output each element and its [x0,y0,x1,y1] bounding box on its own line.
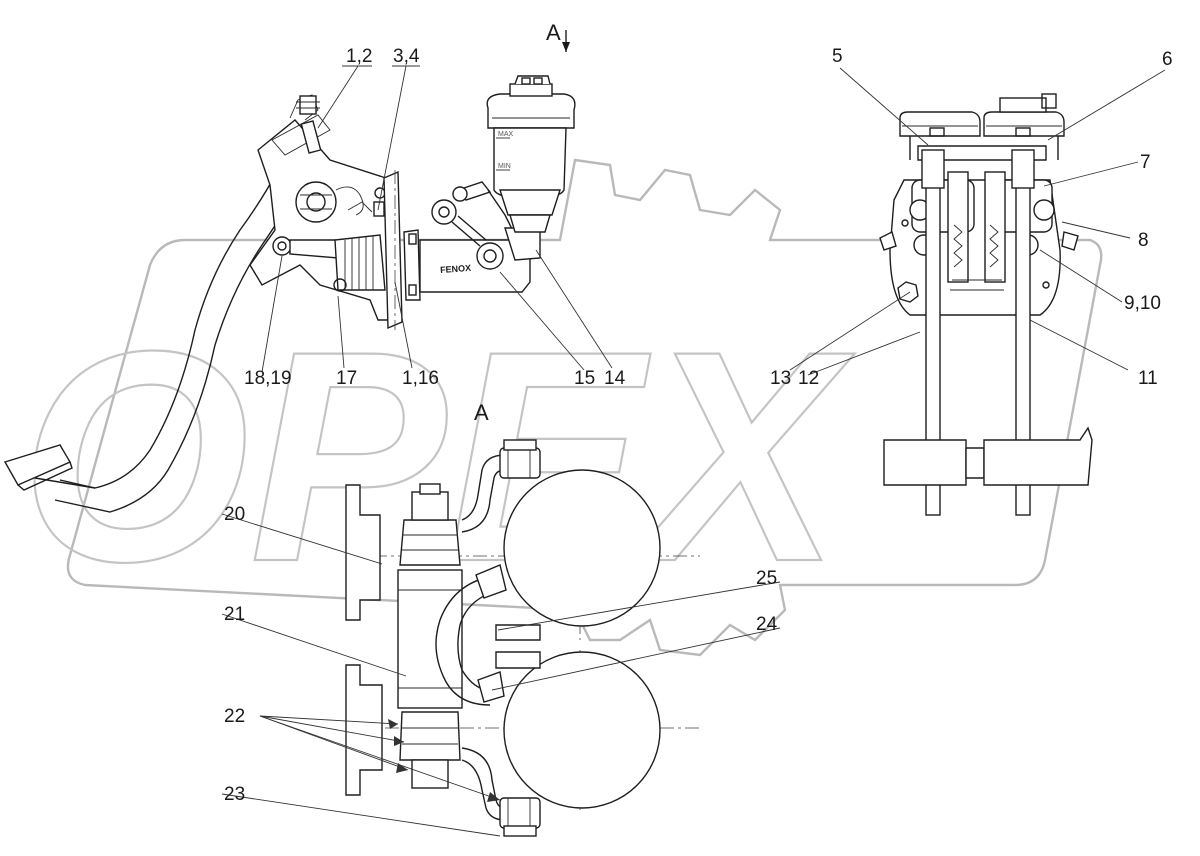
callout-25: 25 [756,568,777,589]
reservoir-min-mark: MIN [498,163,511,170]
callout-5: 5 [832,46,843,67]
callout-6: 6 [1162,49,1173,70]
callout-labels: A A 1,2 3,4 5 6 7 8 9,10 11 12 13 14 15 … [224,20,1173,805]
master-cylinder: FENOX [403,181,541,301]
view-a-assembly [879,93,1093,516]
fluid-reservoir: MAX MIN [486,75,576,233]
section-a-assembly [345,439,700,837]
callout-18-19: 18,19 [244,368,292,389]
pedal-assembly [3,94,403,513]
callout-22: 22 [224,706,245,727]
callout-7: 7 [1140,152,1151,173]
callout-14: 14 [604,368,626,389]
callout-24: 24 [756,614,778,635]
svg-text:FENOX: FENOX [440,263,472,275]
callout-8: 8 [1138,230,1149,251]
callout-23: 23 [224,784,245,805]
callout-20: 20 [224,504,245,525]
section-a-label: A [474,400,489,425]
callout-15: 15 [574,368,595,389]
watermark-logo: OPEX [19,158,1103,657]
callout-9-10: 9,10 [1124,293,1161,314]
view-a-marker: A [546,20,561,45]
leader-lines [221,30,1166,837]
callout-11: 11 [1138,368,1158,389]
callout-1-2: 1,2 [346,46,372,67]
watermark-text: OPEX [20,288,855,624]
callout-21: 21 [224,604,245,625]
callout-1-16: 1,16 [402,368,439,389]
callout-17: 17 [336,368,357,389]
callout-13: 13 [770,368,791,389]
callout-3-4: 3,4 [393,46,420,67]
callout-12: 12 [798,368,819,389]
reservoir-max-mark: MAX [498,131,514,138]
